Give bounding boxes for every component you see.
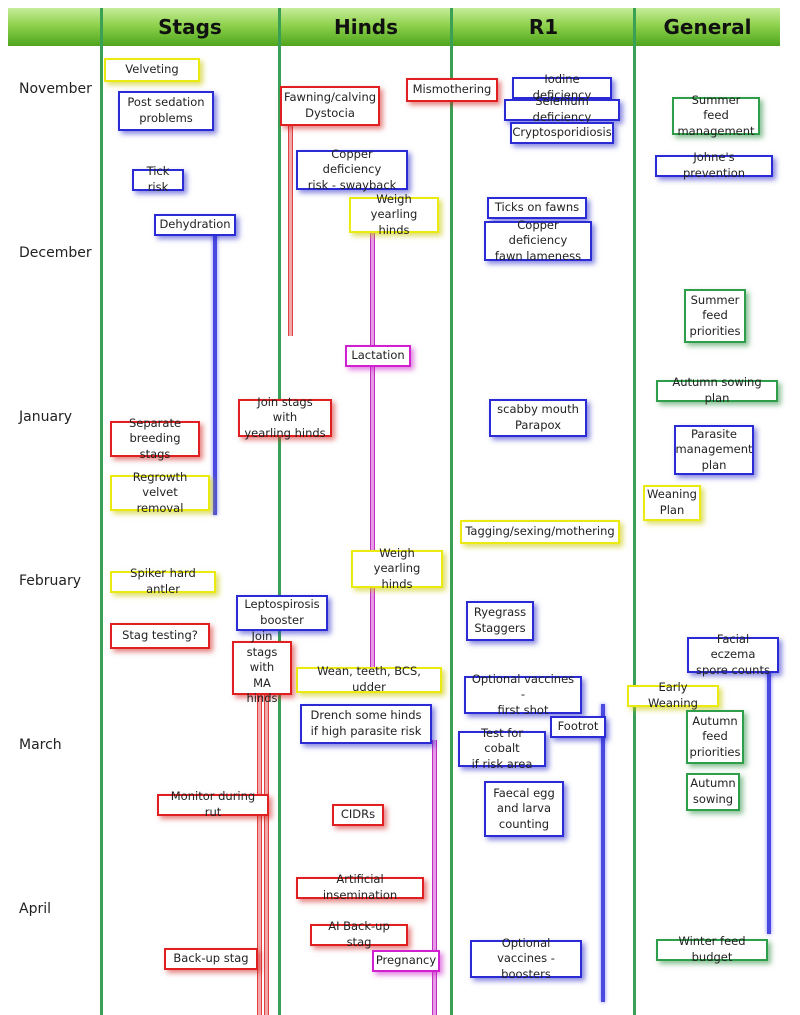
task-box: Regrowth velvet removal [110,470,210,515]
month-label: January [19,409,73,425]
duration-bar [432,740,437,1015]
duration-bar [370,232,375,567]
duration-bar [264,692,269,1015]
task-box: Weigh yearling hinds [349,192,439,237]
task-box: Footrot [550,716,606,738]
task-box: Copper deficiency fawn lameness [484,218,592,263]
task-box: Leptospirosis booster [236,595,328,631]
task-box: Optional vaccines - first shot [464,672,582,717]
duration-bar [288,124,293,336]
task-box: Autumn sowing [686,773,740,811]
task-box: Facial eczema spore counts [687,632,779,677]
duration-bar [257,692,262,1015]
task-box: Mismothering [406,78,498,102]
month-label: April [19,901,51,917]
task-box: Summer feed management [672,93,760,138]
duration-bar [767,672,771,934]
task-box: CIDRs [332,804,384,826]
task-box: Winter feed budget [656,934,768,964]
task-box: Test for cobalt if risk area [458,726,546,771]
task-box: Ticks on fawns [487,197,587,219]
task-box: Summer feed priorities [684,289,746,343]
month-label: December [19,245,92,261]
task-box: Parasite management plan [674,425,754,475]
column-header-hinds: Hinds [333,15,399,39]
task-box: Ryegrass Staggers [466,601,534,641]
task-box: Drench some hinds if high parasite risk [300,704,432,744]
column-divider [633,8,636,1015]
task-box: Weaning Plan [643,485,701,521]
task-box: Iodine deficiency [512,72,612,102]
column-header-general: General [663,15,752,39]
month-label: February [19,573,82,589]
task-box: Copper deficiency risk - swayback [296,147,408,192]
task-box: Faecal egg and larva counting [484,781,564,837]
task-box: Tagging/sexing/mothering [460,520,620,544]
duration-bar [370,586,375,668]
task-box: Monitor during rut [157,789,269,819]
month-label: November [19,81,92,97]
task-box: Stag testing? [110,623,210,649]
task-box: Fawning/calving Dystocia [280,86,380,126]
column-header-r1: R1 [528,15,559,39]
task-box: Join stags with MA hinds [232,629,292,705]
task-box: Artificial insemination [296,872,424,902]
column-divider [100,8,103,1015]
header-bar [8,8,780,46]
column-divider [450,8,453,1015]
task-box: Weigh yearling hinds [351,546,443,591]
task-box: Tick risk [132,164,184,194]
duration-bar [601,704,605,1002]
task-box: Optional vaccines - boosters [470,936,582,981]
column-divider [278,8,281,1015]
duration-bar [213,232,217,515]
task-box: Selenium deficiency [504,94,620,124]
task-box: scabby mouth Parapox [489,399,587,437]
task-box: Back-up stag [164,948,258,970]
task-box: Autumn feed priorities [686,710,744,764]
task-box: Lactation [345,345,411,367]
task-box: Spiker hard antler [110,566,216,596]
task-box: Separate breeding stags [110,416,200,461]
task-box: Wean, teeth, BCS, udder [296,664,442,694]
task-box: Dehydration [154,214,236,236]
task-box: Cryptosporidiosis [510,122,614,144]
task-box: Join stags with yearling hinds [238,395,332,440]
task-box: AI Back-up stag [310,919,408,949]
task-box: Johne's prevention [655,150,773,180]
month-label: March [19,737,62,753]
task-box: Early Weaning [627,680,719,710]
task-box: Post sedation problems [118,91,214,131]
column-header-stags: Stags [158,15,222,39]
task-box: Pregnancy [372,950,440,972]
task-box: Autumn sowing plan [656,375,778,405]
task-box: Velveting [104,58,200,82]
